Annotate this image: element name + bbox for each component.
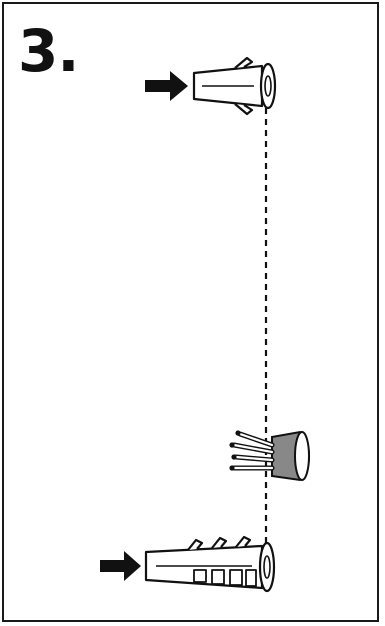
cable-bundle-icon [229,430,310,482]
arrow-bottom-icon [100,551,141,581]
wall-plug-top-icon [192,56,277,116]
arrow-top-icon [145,71,188,101]
instruction-panel: 3. [2,2,379,622]
wall-plug-bottom-icon [144,535,276,593]
step-number: 3. [18,17,79,85]
